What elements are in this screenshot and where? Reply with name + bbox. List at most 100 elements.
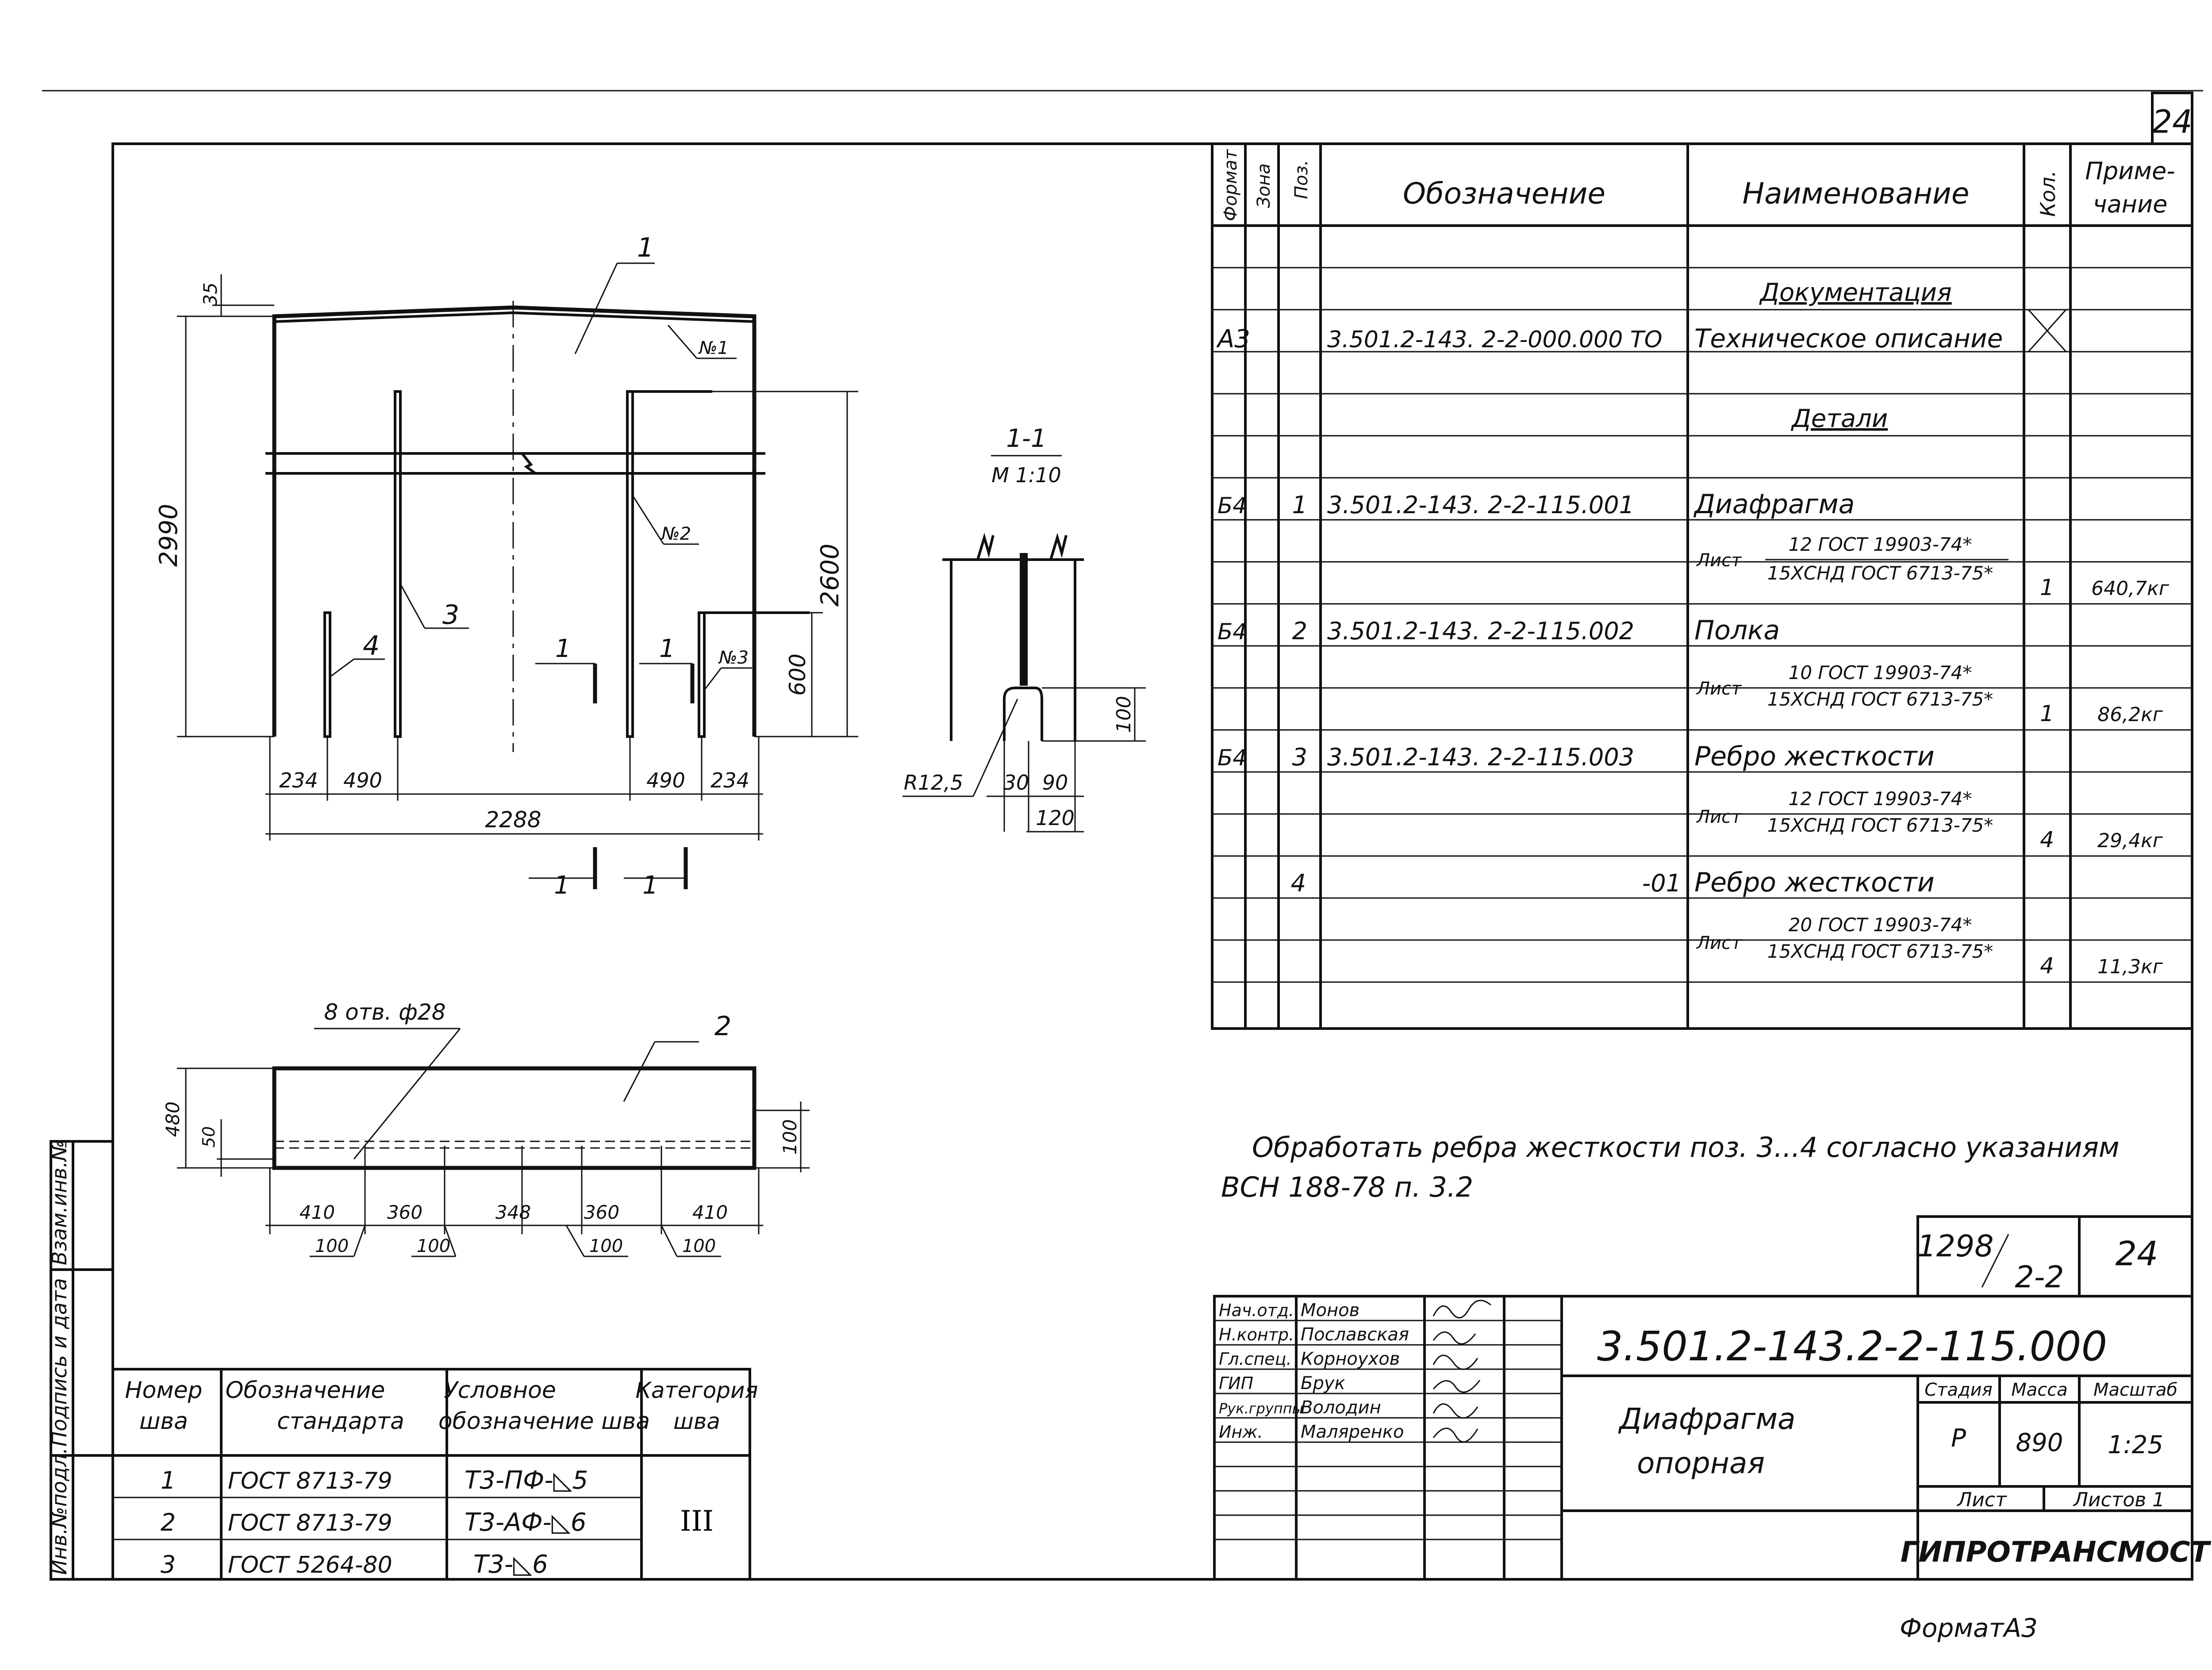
svg-text:234: 234 xyxy=(710,768,749,792)
svg-text:Ребро жесткости: Ребро жесткости xyxy=(1694,867,1935,898)
svg-text:4: 4 xyxy=(1291,869,1306,897)
svg-text:2-2: 2-2 xyxy=(2015,1260,2064,1295)
svg-text:90: 90 xyxy=(1042,771,1068,795)
svg-text:3: 3 xyxy=(1292,743,1307,771)
drawing-name-1: Диафрагма xyxy=(1618,1402,1796,1436)
svg-text:1:25: 1:25 xyxy=(2108,1431,2163,1459)
svg-text:3: 3 xyxy=(442,599,459,630)
svg-text:15ХСНД ГОСТ 6713-75*: 15ХСНД ГОСТ 6713-75* xyxy=(1767,941,1993,962)
svg-text:Полка: Полка xyxy=(1694,615,1780,646)
svg-text:100: 100 xyxy=(1113,696,1135,733)
svg-text:Диафрагма: Диафрагма xyxy=(1693,489,1855,520)
svg-text:1: 1 xyxy=(555,634,571,663)
svg-text:Лист: Лист xyxy=(1696,807,1742,827)
hdr-qty: Кол. xyxy=(2036,170,2060,217)
svg-text:15ХСНД ГОСТ 6713-75*: 15ХСНД ГОСТ 6713-75* xyxy=(1767,562,1993,584)
svg-text:100: 100 xyxy=(682,1236,716,1256)
svg-text:Т3-ПФ-◺5: Т3-ПФ-◺5 xyxy=(465,1466,588,1495)
svg-text:-01: -01 xyxy=(1642,869,1681,897)
doc-format: А3 xyxy=(1216,325,1250,353)
elevation-view: 1 №1 №2 3 4 №3 1 1 2990 35 2600 600 234 … xyxy=(154,232,858,900)
svg-text:стандарта: стандарта xyxy=(277,1408,404,1435)
svg-text:Рук.группы: Рук.группы xyxy=(1219,1400,1303,1417)
small-rib-right xyxy=(698,611,706,738)
plan-view: 2 8 отв. ф28 480 50 100 410 360 348 360 … xyxy=(162,999,810,1257)
svg-text:Нач.отд.: Нач.отд. xyxy=(1219,1301,1294,1320)
web-plate xyxy=(1020,553,1028,686)
svg-text:Т3-◺6: Т3-◺6 xyxy=(473,1550,548,1579)
signature-mark xyxy=(1432,1428,1479,1443)
svg-text:3.501.2-143. 2-2-115.002: 3.501.2-143. 2-2-115.002 xyxy=(1327,617,1634,645)
flange-outline xyxy=(272,1066,757,1170)
svg-text:Т3-АФ-◺6: Т3-АФ-◺6 xyxy=(465,1508,586,1537)
hdr-note-2: чание xyxy=(2093,190,2168,218)
svg-text:ГИП: ГИП xyxy=(1219,1374,1253,1393)
stiffener-right xyxy=(626,390,634,738)
format-label: ФорматА3 xyxy=(1900,1613,2038,1643)
svg-text:1: 1 xyxy=(554,871,570,900)
specification-table: Формат Зона Поз. Обозначение Наименовани… xyxy=(1211,142,2193,1030)
svg-text:490: 490 xyxy=(646,768,685,792)
svg-text:Условное: Условное xyxy=(444,1377,556,1404)
svg-text:640,7кг: 640,7кг xyxy=(2091,577,2170,600)
svg-text:3.501.2-143. 2-2-115.003: 3.501.2-143. 2-2-115.003 xyxy=(1327,743,1634,771)
svg-text:100: 100 xyxy=(315,1236,349,1256)
svg-text:Р: Р xyxy=(1951,1424,1966,1453)
svg-text:600: 600 xyxy=(785,653,810,695)
side-label-sign: Подпись и дата xyxy=(47,1278,71,1447)
holes-note: 8 отв. ф28 xyxy=(324,999,445,1025)
hdr-designation: Обозначение xyxy=(1403,177,1605,211)
drawing-name-2: опорная xyxy=(1637,1446,1765,1480)
hdr-format: Формат xyxy=(1221,149,1241,221)
signature-mark xyxy=(1432,1380,1481,1393)
svg-text:12 ГОСТ 19903-74*: 12 ГОСТ 19903-74* xyxy=(1789,788,1972,810)
svg-text:100: 100 xyxy=(417,1236,450,1256)
svg-text:Лист: Лист xyxy=(1696,933,1742,953)
org-name: ГИПРОТРАНСМОСТ xyxy=(1901,1536,2212,1569)
svg-text:1: 1 xyxy=(2040,575,2054,600)
section-docs: Документация xyxy=(1759,278,1951,307)
svg-text:1: 1 xyxy=(659,634,675,663)
svg-text:2: 2 xyxy=(1292,617,1307,645)
hdr-zone: Зона xyxy=(1254,163,1274,208)
svg-text:12 ГОСТ 19903-74*: 12 ГОСТ 19903-74* xyxy=(1789,534,1972,555)
weld-table: Номер шва Обозначение стандарта Условное… xyxy=(111,1368,758,1581)
svg-text:Стадия: Стадия xyxy=(1924,1380,1992,1400)
svg-text:1298: 1298 xyxy=(1917,1229,1993,1264)
svg-text:Лист: Лист xyxy=(1956,1489,2007,1511)
svg-text:24: 24 xyxy=(2116,1234,2158,1273)
svg-text:Листов 1: Листов 1 xyxy=(2073,1489,2165,1511)
side-label-inv: Инв.№подл. xyxy=(47,1447,71,1575)
svg-text:100: 100 xyxy=(589,1236,623,1256)
svg-text:1: 1 xyxy=(161,1467,176,1494)
svg-text:Масса: Масса xyxy=(2011,1380,2068,1400)
side-stamp: Инв.№подл. Подпись и дата Взам.инв.№ xyxy=(47,1140,114,1581)
svg-text:410: 410 xyxy=(300,1202,335,1223)
svg-text:Лист: Лист xyxy=(1696,550,1742,571)
svg-text:11,3кг: 11,3кг xyxy=(2097,956,2163,978)
svg-text:№1: №1 xyxy=(698,338,729,358)
section-1-1: 1-1 М 1:10 100 R12,5 30 90 120 xyxy=(902,424,1146,833)
svg-text:2: 2 xyxy=(161,1509,176,1536)
svg-text:890: 890 xyxy=(2016,1428,2063,1457)
svg-text:2990: 2990 xyxy=(154,504,183,567)
svg-text:4: 4 xyxy=(2040,953,2054,979)
svg-text:120: 120 xyxy=(1036,806,1075,830)
svg-text:10 ГОСТ 19903-74*: 10 ГОСТ 19903-74* xyxy=(1789,662,1972,683)
svg-text:Б4: Б4 xyxy=(1217,493,1247,518)
svg-text:№3: №3 xyxy=(718,648,749,668)
svg-text:30: 30 xyxy=(1003,771,1029,795)
note-line-1: Обработать ребра жесткости поз. 3...4 со… xyxy=(1252,1131,2120,1163)
svg-text:Корноухов: Корноухов xyxy=(1301,1349,1400,1369)
hdr-name: Наименование xyxy=(1743,177,1970,211)
svg-text:Пославская: Пославская xyxy=(1301,1324,1409,1345)
svg-text:1: 1 xyxy=(1292,491,1307,519)
svg-text:15ХСНД ГОСТ 6713-75*: 15ХСНД ГОСТ 6713-75* xyxy=(1767,688,1993,710)
svg-text:2600: 2600 xyxy=(816,544,845,607)
svg-text:Ребро жесткости: Ребро жесткости xyxy=(1694,741,1935,772)
signature-mark xyxy=(1432,1355,1479,1370)
svg-text:R12,5: R12,5 xyxy=(904,771,963,795)
svg-text:Маляренко: Маляренко xyxy=(1301,1422,1404,1442)
section-title: 1-1 xyxy=(1006,424,1046,453)
svg-text:Брук: Брук xyxy=(1301,1373,1345,1394)
